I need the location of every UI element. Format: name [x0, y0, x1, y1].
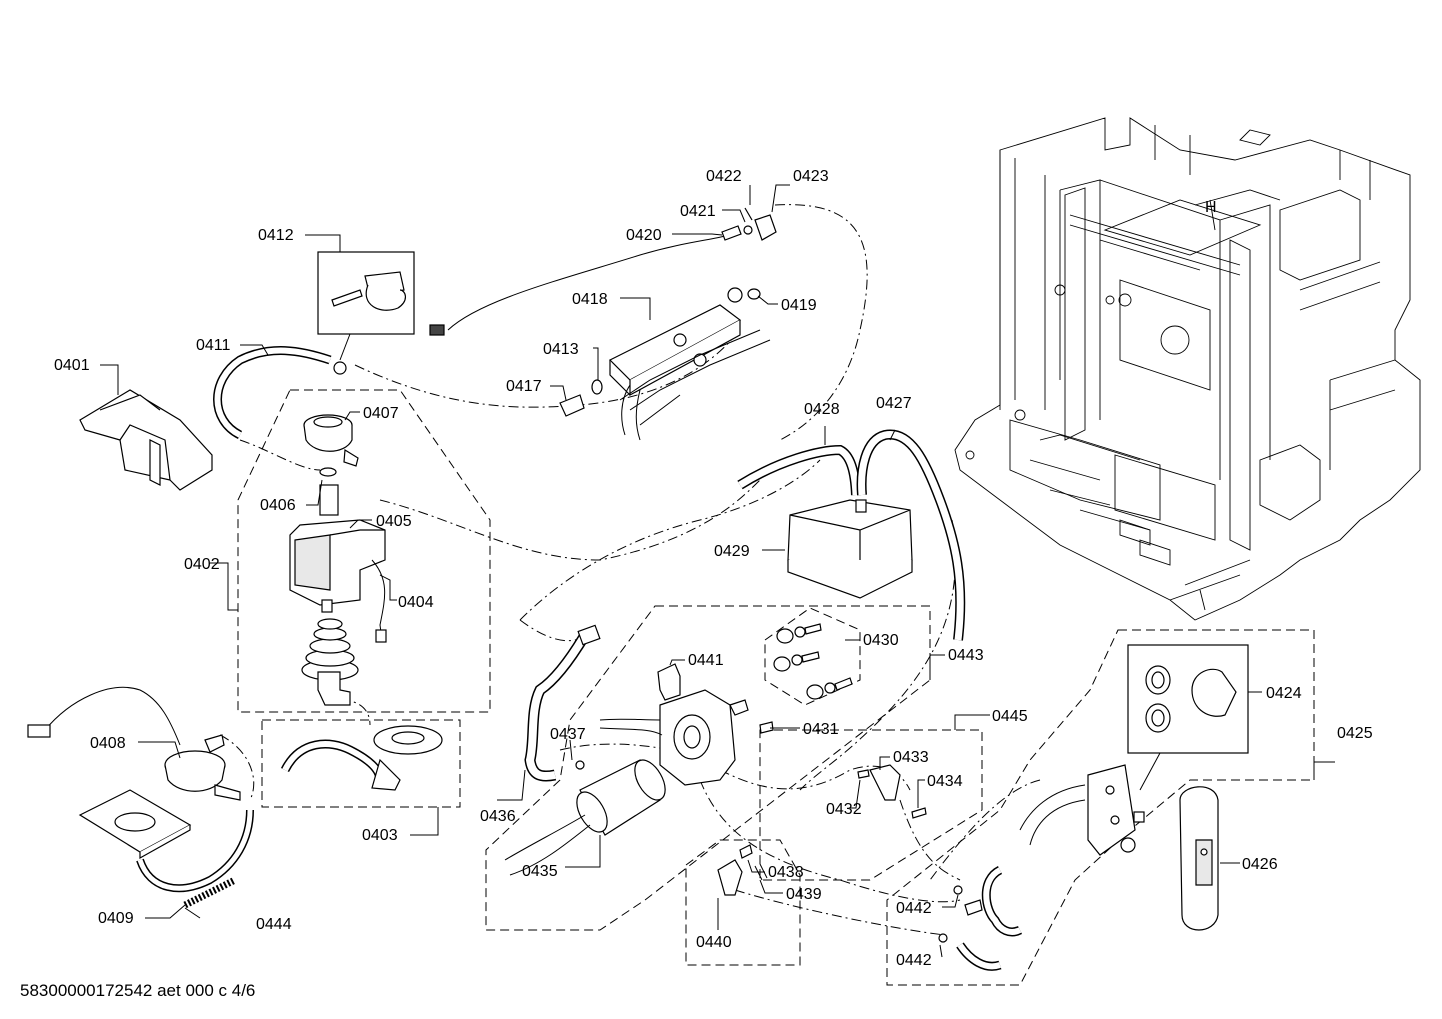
part-pump-spring — [301, 618, 359, 681]
label-0445: 0445 — [992, 708, 1028, 725]
label-0428: 0428 — [804, 401, 840, 418]
label-0441: 0441 — [688, 652, 724, 669]
part-0417-fitting — [559, 394, 585, 417]
label-0422: 0422 — [706, 168, 742, 185]
label-0404: 0404 — [398, 594, 434, 611]
document-id-footer: 58300000172542 aet 000 c 4/6 — [20, 981, 256, 1000]
label-0420: 0420 — [626, 227, 662, 244]
part-0408-flowmeter — [27, 686, 241, 801]
label-0425: 0425 — [1337, 725, 1373, 742]
group-outline-0402 — [237, 389, 491, 713]
part-0404-connector — [375, 629, 387, 643]
label-0443: 0443 — [948, 647, 984, 664]
label-0417: 0417 — [506, 378, 542, 395]
label-0403: 0403 — [362, 827, 398, 844]
label-0423: 0423 — [793, 168, 829, 185]
part-0444-spiral-hose — [183, 876, 237, 909]
label-0429: 0429 — [714, 543, 750, 560]
label-0426: 0426 — [1242, 856, 1278, 873]
part-0407-cap — [303, 414, 359, 467]
label-0432: 0432 — [826, 801, 862, 818]
label-0407: 0407 — [363, 405, 399, 422]
part-0405-pump — [289, 484, 386, 613]
label-0427: 0427 — [876, 395, 912, 412]
label-0424: 0424 — [1266, 685, 1302, 702]
label-0442: 0442 — [896, 952, 932, 969]
label-0440: 0440 — [696, 934, 732, 951]
part-pump-elbow — [317, 671, 351, 706]
group-outline-0403 — [261, 719, 461, 808]
part-0418-heater — [608, 287, 771, 441]
label-0418: 0418 — [572, 291, 608, 308]
label-0409: 0409 — [98, 910, 134, 927]
label-0442: 0442 — [896, 900, 932, 917]
callout-labels: 0401 0402 0403 0404 0405 0406 0407 0408 … — [54, 168, 1373, 969]
part-0420-sensor — [429, 207, 777, 336]
part-0431-thermoblock — [599, 689, 774, 786]
label-0421: 0421 — [680, 203, 716, 220]
label-0434: 0434 — [927, 773, 963, 790]
label-0433: 0433 — [893, 749, 929, 766]
label-0408: 0408 — [90, 735, 126, 752]
label-0413: 0413 — [543, 341, 579, 358]
part-0412-clamp-detail — [317, 251, 415, 361]
label-0405: 0405 — [376, 513, 412, 530]
label-0430: 0430 — [863, 632, 899, 649]
label-0406: 0406 — [260, 497, 296, 514]
label-0411: 0411 — [196, 337, 231, 354]
label-0412: 0412 — [258, 227, 294, 244]
part-0436-elbow-hose — [524, 624, 601, 782]
part-0442-washer — [938, 933, 948, 943]
part-0424-detail — [1127, 644, 1249, 791]
part-0441-knob — [657, 663, 681, 701]
part-0435-cartridge — [504, 759, 666, 876]
part-0425-switch-assembly — [956, 764, 1145, 971]
label-0419: 0419 — [781, 297, 817, 314]
label-0402: 0402 — [184, 556, 220, 573]
part-0406-o-ring — [319, 467, 337, 477]
group-outline-0430 — [764, 607, 861, 706]
leader-lines — [100, 184, 1335, 958]
part-0430-screws — [773, 623, 853, 700]
group-outline-0443 — [485, 605, 931, 931]
part-0428-hose — [737, 444, 861, 496]
part-0401-bracket — [79, 389, 213, 491]
part-0404-wire — [371, 559, 386, 641]
group-outline-0440 — [685, 839, 801, 966]
part-0413-washer — [591, 379, 603, 395]
label-0444: 0444 — [256, 916, 292, 933]
part-0403-hose — [280, 725, 443, 791]
part-0440-valve — [717, 844, 768, 896]
label-0436: 0436 — [480, 808, 516, 825]
part-0419-washer — [747, 288, 761, 300]
frame-marking: H — [1205, 199, 1217, 216]
part-0409-block — [78, 789, 254, 893]
part-0411-hose — [213, 346, 347, 440]
part-0429-tank — [787, 499, 913, 599]
part-0433-connector — [857, 764, 927, 819]
label-0431: 0431 — [803, 721, 839, 738]
part-0426-handle — [1179, 786, 1219, 931]
routing-lines — [219, 204, 1041, 936]
label-0439: 0439 — [786, 886, 822, 903]
group-outline-0445 — [759, 729, 983, 881]
label-0438: 0438 — [768, 864, 804, 881]
label-0435: 0435 — [522, 863, 558, 880]
label-0437: 0437 — [550, 726, 586, 743]
part-0442-washer — [953, 885, 963, 895]
label-0401: 0401 — [54, 357, 90, 374]
part-0427-hose — [856, 429, 966, 641]
machine-frame-drawing: H — [954, 117, 1421, 621]
part-0437-washer — [575, 760, 585, 770]
